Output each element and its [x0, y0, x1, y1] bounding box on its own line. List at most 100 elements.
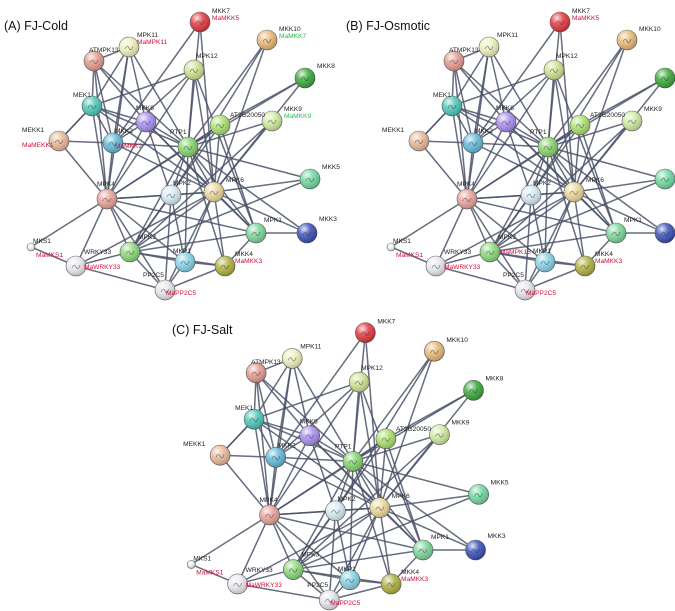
node-gloss [465, 539, 486, 560]
node-mpk12[interactable] [183, 59, 205, 81]
protein-structure-icon [474, 493, 484, 498]
node-ptp1[interactable] [177, 136, 199, 158]
ortholog-label-mpk11: MaMPK11 [137, 39, 168, 46]
protein-structure-icon [189, 68, 199, 74]
node-mkk6[interactable] [135, 111, 157, 133]
node-mpk2[interactable] [325, 500, 346, 522]
node-mkk8[interactable] [294, 67, 316, 89]
node-pp2c5[interactable] [318, 589, 340, 611]
edge-mpk2-mpk3 [292, 510, 337, 570]
node-mpk12[interactable] [348, 371, 370, 393]
node-mkk10[interactable] [424, 340, 445, 362]
edge-mpk4-wrky33 [435, 198, 468, 267]
protein-structure-icon [569, 190, 579, 196]
node-mkk2[interactable] [462, 132, 484, 154]
node-mkk9[interactable] [621, 110, 643, 132]
node-mpk6[interactable] [369, 497, 391, 519]
node-at2g20050[interactable] [375, 428, 397, 450]
node-mks1[interactable] [186, 560, 196, 569]
node-mekk1[interactable] [209, 444, 231, 466]
node-mpk11[interactable] [478, 36, 500, 58]
node-mpk11[interactable] [281, 348, 303, 369]
node-mek1[interactable] [441, 95, 463, 117]
node-at2g20050[interactable] [209, 114, 231, 136]
node-mkp1[interactable] [339, 569, 361, 591]
node-mpk11[interactable] [118, 36, 140, 58]
node-pp2c5[interactable] [154, 279, 176, 301]
node-mkk2[interactable] [102, 132, 124, 154]
node-mpk3[interactable] [282, 559, 304, 580]
edge-mpk2-mpk3 [489, 194, 532, 253]
node-mpk6[interactable] [563, 181, 585, 203]
node-mek1[interactable] [81, 95, 103, 117]
node-mkk4[interactable] [214, 255, 236, 277]
node-mkk6[interactable] [299, 425, 321, 446]
node-mkk6[interactable] [495, 111, 517, 133]
node-mkk7[interactable] [189, 11, 211, 33]
node-label-mpk2: MPK2 [337, 496, 355, 503]
node-mks1[interactable] [386, 242, 396, 252]
node-mpk4[interactable] [456, 188, 478, 210]
edge-mkk2-mpk6 [275, 456, 381, 509]
node-mekk1[interactable] [408, 130, 430, 152]
node-mkk2[interactable] [265, 446, 287, 468]
node-mkp1[interactable] [174, 251, 196, 273]
node-mkk7[interactable] [549, 11, 571, 33]
node-mpk6[interactable] [203, 181, 225, 203]
node-label-ptp1: PTP1 [170, 129, 187, 136]
node-mkp1[interactable] [534, 251, 556, 273]
node-mkk8[interactable] [463, 380, 484, 401]
node-mpk1[interactable] [412, 539, 434, 561]
node-mkk10[interactable] [256, 29, 278, 51]
edge-mkk2-ptp1 [112, 142, 189, 148]
edge-pp2c5-mkk4 [164, 265, 226, 291]
edge-at2g20050-mpk1 [219, 124, 257, 234]
node-mpk2[interactable] [160, 184, 182, 206]
node-at2g20050[interactable] [569, 114, 591, 136]
node-label-mkk2: MKK2 [475, 128, 493, 135]
node-atmpk13[interactable] [443, 50, 465, 72]
protein-structure-icon [543, 145, 553, 151]
node-mkk3[interactable] [296, 222, 318, 244]
node-mkk5[interactable] [468, 484, 489, 505]
node-mkk7[interactable] [355, 322, 376, 343]
node-mpk1[interactable] [605, 222, 627, 244]
node-mpk4[interactable] [259, 504, 280, 526]
node-ptp1[interactable] [537, 136, 559, 158]
node-ptp1[interactable] [342, 451, 364, 472]
node-gloss [204, 182, 224, 202]
node-mkk8[interactable] [654, 67, 675, 89]
node-mkk3[interactable] [654, 222, 675, 244]
edge-mkk8-at2g20050 [219, 77, 306, 126]
node-label-mpk2: MPK2 [173, 180, 191, 187]
node-mpk4[interactable] [96, 188, 118, 210]
node-wrky33[interactable] [227, 573, 248, 595]
node-mkk5[interactable] [654, 168, 675, 190]
node-label-mks1: MKS1 [33, 238, 51, 245]
node-layer [386, 11, 675, 301]
node-atmpk13[interactable] [245, 362, 267, 384]
node-mek1[interactable] [243, 408, 265, 430]
node-mpk3[interactable] [119, 241, 141, 263]
node-wrky33[interactable] [425, 255, 447, 277]
node-mkk3[interactable] [465, 539, 486, 561]
node-wrky33[interactable] [65, 255, 87, 277]
node-atmpk13[interactable] [83, 50, 105, 72]
node-mkk10[interactable] [616, 29, 638, 51]
node-mpk3[interactable] [479, 241, 501, 263]
node-mkk9[interactable] [429, 424, 450, 445]
node-mpk12[interactable] [543, 59, 565, 81]
node-mkk4[interactable] [574, 255, 596, 277]
node-mekk1[interactable] [48, 130, 70, 152]
node-mkk9[interactable] [261, 110, 283, 132]
node-mpk1[interactable] [245, 222, 267, 244]
node-pp2c5[interactable] [514, 279, 536, 301]
node-gloss [480, 242, 500, 262]
edge-mpk12-mpk6 [193, 69, 215, 193]
node-mkk4[interactable] [380, 573, 402, 595]
edge-mkk6-mpk2 [145, 121, 172, 196]
node-mpk2[interactable] [520, 184, 542, 206]
node-mkk5[interactable] [299, 168, 321, 190]
protein-structure-icon [141, 120, 151, 126]
node-mks1[interactable] [26, 242, 36, 252]
